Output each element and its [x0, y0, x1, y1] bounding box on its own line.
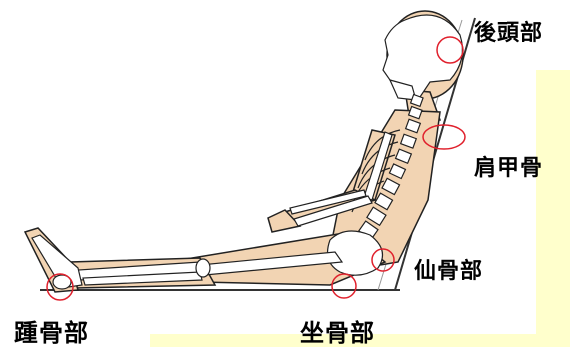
occipital-label: 後頭部: [474, 15, 543, 47]
heel-label: 踵骨部: [14, 313, 89, 348]
ischium-label: 坐骨部: [300, 313, 375, 348]
sacrum-label: 仙骨部: [414, 253, 483, 285]
scapula-label: 肩甲骨: [474, 150, 543, 182]
